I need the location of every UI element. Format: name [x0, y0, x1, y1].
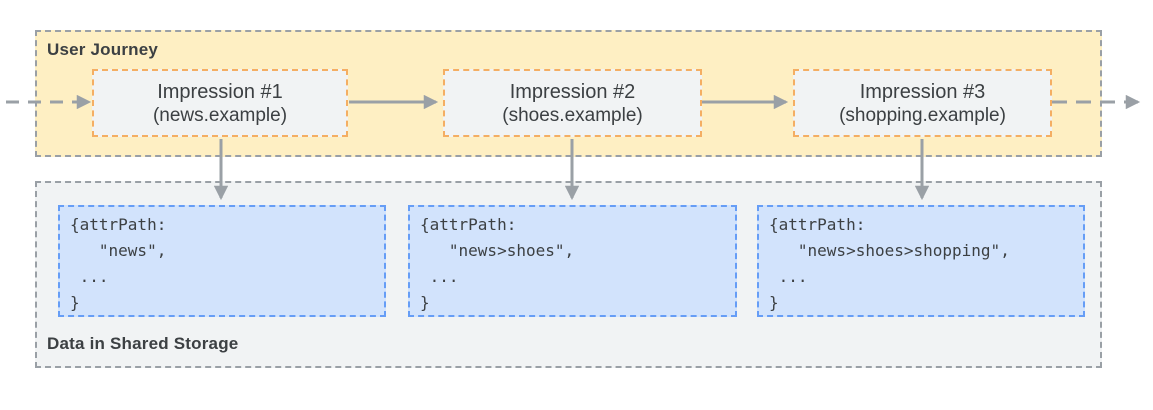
impression-box-2: Impression #2 (shoes.example) — [443, 69, 702, 137]
impression-3-title: Impression #3 — [859, 80, 986, 103]
storage-data-box-3: {attrPath: "news>shoes>shopping", ...} — [757, 205, 1085, 317]
code-line: {attrPath: — [769, 215, 866, 234]
user-journey-container: User Journey Impression #1 (news.example… — [35, 30, 1102, 157]
storage-data-box-2: {attrPath: "news>shoes", ...} — [408, 205, 737, 317]
code-line: ... — [769, 267, 808, 286]
impression-box-3: Impression #3 (shopping.example) — [793, 69, 1052, 137]
impression-2-title: Impression #2 — [509, 80, 636, 103]
code-line: {attrPath: — [420, 215, 517, 234]
user-journey-label: User Journey — [47, 40, 159, 59]
code-line: } — [420, 293, 430, 312]
impression-3-subtitle: (shopping.example) — [839, 104, 1006, 126]
code-line: ... — [70, 267, 109, 286]
attr-path-code-1: {attrPath: "news", ...} — [60, 207, 384, 316]
impression-1-subtitle: (news.example) — [152, 104, 288, 126]
code-line: "news>shoes", — [420, 241, 575, 260]
code-line: "news>shoes>shopping", — [769, 241, 1010, 260]
code-line: } — [70, 293, 80, 312]
code-line: ... — [420, 267, 459, 286]
storage-data-box-1: {attrPath: "news", ...} — [58, 205, 386, 317]
impression-box-1: Impression #1 (news.example) — [92, 69, 348, 137]
code-line: "news", — [70, 241, 167, 260]
code-line: } — [769, 293, 779, 312]
shared-storage-label: Data in Shared Storage — [47, 334, 239, 353]
attr-path-code-3: {attrPath: "news>shoes>shopping", ...} — [759, 207, 1083, 316]
shared-storage-container: {attrPath: "news", ...} {attrPath: "news… — [35, 181, 1102, 368]
attr-path-code-2: {attrPath: "news>shoes", ...} — [410, 207, 735, 316]
impression-1-title: Impression #1 — [157, 80, 283, 103]
code-line: {attrPath: — [70, 215, 167, 234]
impression-2-subtitle: (shoes.example) — [502, 104, 643, 126]
